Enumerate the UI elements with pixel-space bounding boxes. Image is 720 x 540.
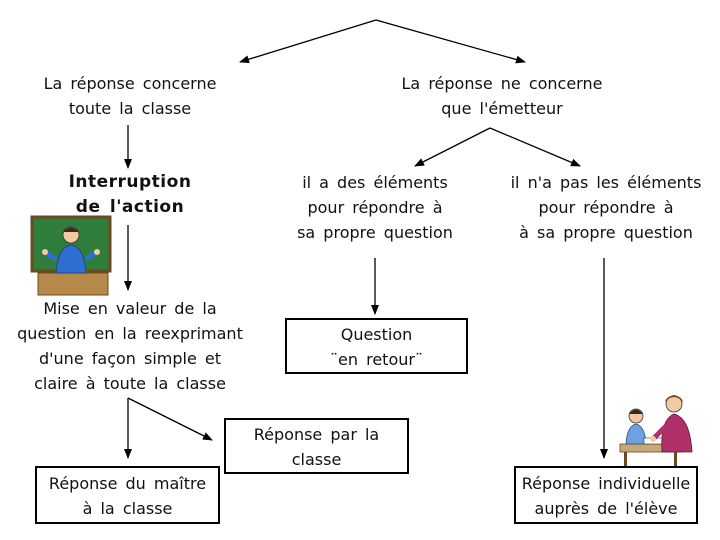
node-interruption: Interruption de l'action [68, 172, 192, 217]
node-whole-class: La réponse concerne toute la classe [43, 74, 217, 118]
teacher-at-board-illustration [30, 215, 112, 296]
arrow-to-has-elements [414, 127, 491, 167]
node-has-elements: il a des éléments pour répondre à sa pro… [297, 173, 453, 242]
node-emitter-only: La réponse ne concerne que l'émetteur [401, 74, 603, 118]
box-reponse-classe: Réponse par la classe [224, 418, 409, 474]
arrow-root-right [375, 19, 526, 64]
box-reponse-individuelle: Réponse individuelle auprès de l'élève [514, 466, 698, 524]
box-question-retour: Question ¨en retour¨ [285, 318, 468, 374]
arrow-to-reponse-classe [127, 397, 213, 441]
arrow-root-left [239, 19, 377, 64]
box-reponse-maitre: Réponse du maître à la classe [35, 466, 220, 524]
node-mise-en-valeur: Mise en valeur de la question en la reex… [17, 299, 243, 393]
arrow-to-no-elements [489, 127, 581, 167]
teacher-helping-student-illustration [619, 395, 693, 466]
node-no-elements: il n'a pas les éléments pour répondre à … [510, 173, 702, 242]
